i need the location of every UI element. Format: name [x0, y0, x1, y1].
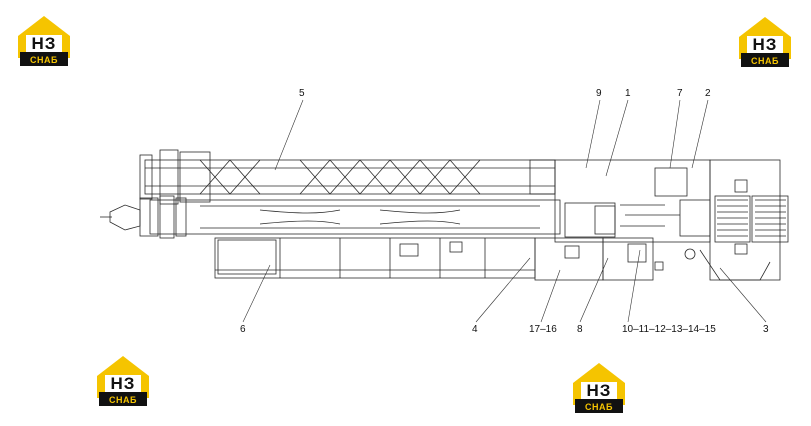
telescopic-boom — [100, 195, 561, 239]
callout-10-15: 10–11–12–13–14–15 — [622, 324, 716, 335]
logo: НЗ СНАБ — [16, 14, 72, 68]
callout-17-16: 17–16 — [529, 324, 557, 335]
logo: НЗ СНАБ — [737, 15, 793, 69]
logo-mark — [573, 363, 625, 413]
logo-text: НЗ — [586, 381, 612, 400]
logo-text: НЗ — [752, 35, 778, 54]
callout-1: 1 — [625, 88, 631, 99]
boom-lattice — [139, 149, 556, 205]
callout-5: 5 — [299, 88, 305, 99]
logo-subtext: СНАБ — [30, 55, 58, 65]
logo-text: НЗ — [31, 34, 57, 53]
callout-8: 8 — [577, 324, 583, 335]
logo-mark — [18, 16, 70, 66]
callout-4: 4 — [472, 324, 478, 335]
chassis — [214, 237, 664, 281]
logo-mark — [739, 17, 791, 67]
callout-3: 3 — [763, 324, 769, 335]
callout-2: 2 — [705, 88, 711, 99]
callout-7: 7 — [677, 88, 683, 99]
logo-text: НЗ — [110, 374, 136, 393]
logo: НЗ СНАБ — [95, 354, 151, 408]
counterweight — [699, 159, 789, 281]
callout-9: 9 — [596, 88, 602, 99]
logo-mark — [97, 356, 149, 406]
logo-subtext: СНАБ — [109, 395, 137, 405]
logo-subtext: СНАБ — [751, 56, 779, 66]
logo: НЗ СНАБ — [571, 361, 627, 415]
logo-subtext: СНАБ — [585, 402, 613, 412]
leader-lines — [242, 99, 767, 323]
callout-6: 6 — [240, 324, 246, 335]
